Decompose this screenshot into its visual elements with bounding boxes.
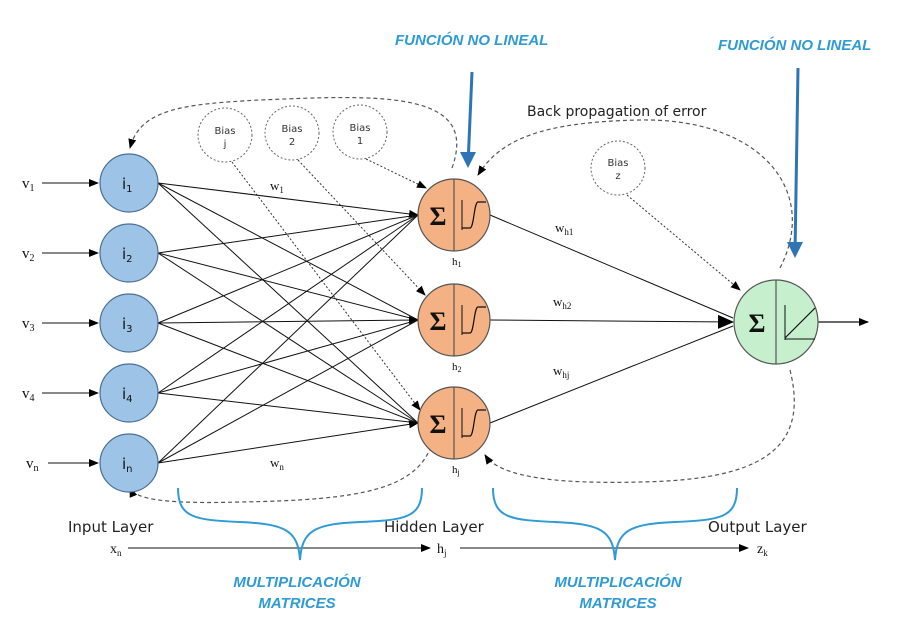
sigma-symbol: Σ	[430, 307, 447, 336]
svg-text:i2: i2	[122, 245, 133, 265]
backprop-curves	[128, 96, 795, 504]
bias-node: Bias 1	[332, 104, 388, 160]
svg-text:i3: i3	[122, 315, 133, 335]
input-value-label: v3	[22, 316, 35, 334]
output-layer-title: Output Layer	[708, 518, 808, 536]
bias-label: Bias	[608, 158, 629, 169]
brace-hidden-output	[492, 487, 738, 561]
bias-arrows	[231, 158, 741, 411]
hidden-output-connections	[489, 214, 734, 424]
sigma-symbol: Σ	[430, 410, 447, 439]
svg-text:i1: i1	[122, 175, 133, 195]
input-node: i1	[99, 153, 159, 213]
matmul-label-2: MULTIPLICACIÓN	[554, 573, 682, 591]
brace-input-hidden	[177, 487, 423, 561]
svg-text:hj: hj	[437, 542, 447, 558]
weight-label: w1	[270, 178, 284, 195]
blue-arrow-hidden	[466, 71, 474, 166]
svg-text:h1: h1	[452, 256, 462, 269]
input-value-label: v2	[22, 246, 35, 264]
hidden-layer-title: Hidden Layer	[384, 518, 485, 536]
input-hidden-connections	[157, 182, 419, 464]
blue-arrows	[460, 67, 803, 258]
bias-label: Bias	[282, 124, 303, 135]
matrix-braces	[177, 487, 738, 561]
layer-titles: Input Layer Hidden Layer Output Layer	[68, 518, 808, 536]
input-value-label: v1	[22, 176, 35, 194]
bias-index: 2	[289, 137, 295, 148]
sigmoid-icon	[462, 409, 486, 437]
bias-node: Bias z	[590, 140, 646, 196]
hidden-node: Σ	[417, 178, 491, 252]
svg-text:zk: zk	[757, 542, 768, 558]
hidden-labels: h1 h2 hj	[452, 256, 462, 477]
weight-label: wh1	[555, 220, 573, 237]
bias-node: Bias 2	[264, 105, 320, 161]
sigmoid-icon	[462, 201, 486, 229]
blue-arrow-output	[793, 67, 800, 254]
svg-text:h2: h2	[452, 361, 462, 374]
hidden-layer-nodes: Σ Σ Σ	[417, 178, 491, 460]
weight-label: wh2	[553, 294, 571, 311]
input-value-labels: v1 v2 v3 v4 vn	[22, 176, 39, 474]
weight-label: whj	[553, 363, 569, 380]
linear-activation-icon	[784, 307, 816, 339]
bias-nodes: Bias j Bias 2 Bias 1 Bias z	[197, 104, 646, 196]
bias-label: Bias	[350, 123, 371, 134]
input-node: in	[99, 433, 159, 493]
bias-node: Bias j	[197, 107, 253, 163]
weight-labels: w1 wn wh1 wh2 whj	[270, 178, 573, 472]
flow-labels: xn hj zk	[110, 542, 768, 558]
bias-index: j	[223, 139, 227, 150]
input-arrows	[42, 179, 99, 467]
sigma-symbol: Σ	[430, 202, 447, 231]
bias-label: Bias	[215, 126, 236, 137]
input-value-label: vn	[26, 456, 39, 474]
output-node: Σ	[733, 279, 819, 365]
bias-index: z	[615, 171, 620, 182]
svg-text:xn: xn	[110, 542, 122, 558]
input-node: i2	[99, 223, 159, 283]
svg-text:i4: i4	[122, 385, 133, 405]
input-layer-title: Input Layer	[68, 518, 154, 536]
sigma-symbol: Σ	[749, 309, 766, 338]
input-value-label: v4	[22, 386, 35, 404]
backprop-label: Back propagation of error	[527, 104, 707, 120]
weight-label: wn	[270, 455, 284, 472]
svg-text:in: in	[122, 455, 133, 475]
bias-index: 1	[357, 136, 363, 147]
hidden-node: Σ	[417, 386, 491, 460]
hidden-node: Σ	[417, 283, 491, 357]
input-node: i3	[99, 293, 159, 353]
input-layer-nodes: i1 i2 i3 i4 in	[99, 153, 159, 493]
input-node: i4	[99, 363, 159, 423]
matmul-label-2b: MATRICES	[579, 595, 656, 612]
svg-text:hj: hj	[452, 464, 460, 477]
matmul-label-1: MULTIPLICACIÓN	[233, 573, 361, 591]
nonlinear-label-output: FUNCIÓN NO LINEAL	[718, 36, 871, 54]
sigmoid-icon	[462, 306, 486, 334]
matmul-label-1b: MATRICES	[258, 595, 335, 612]
nonlinear-label-hidden: FUNCIÓN NO LINEAL	[395, 31, 548, 49]
